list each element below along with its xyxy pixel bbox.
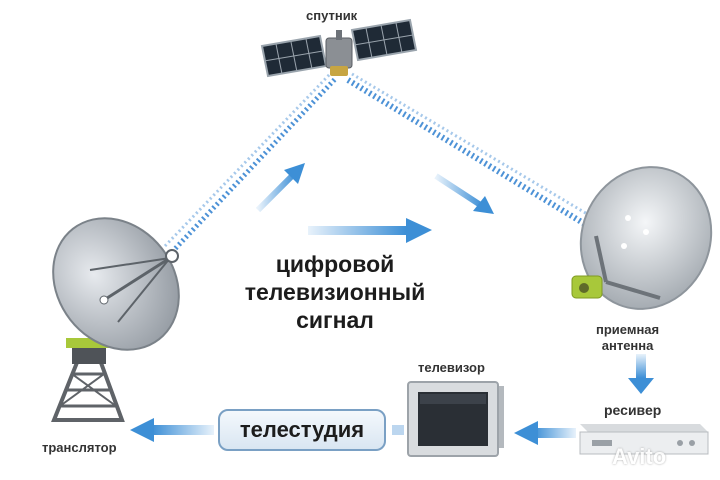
receiving-antenna-label: приемная антенна: [596, 322, 659, 354]
satellite-label: спутник: [306, 8, 358, 23]
signal-caption-line3: сигнал: [296, 307, 374, 333]
uplink-beam: [163, 72, 338, 254]
downlink-beam: [346, 72, 605, 235]
tv-label: телевизор: [418, 360, 485, 375]
downlink-arrow: [434, 173, 494, 214]
studio-box: телестудия: [218, 409, 386, 451]
receiver-icon: [579, 424, 709, 455]
signal-caption: цифровой телевизионный сигнал: [230, 250, 440, 334]
transmitter-label: транслятор: [42, 440, 117, 455]
studio-to-transmitter-arrow: [130, 418, 214, 442]
signal-caption-line1: цифровой: [275, 251, 395, 277]
receiver-label: ресивер: [604, 402, 662, 418]
signal-arrow: [308, 218, 432, 243]
uplink-arrow: [255, 163, 305, 213]
satellite-icon: [260, 18, 418, 78]
signal-caption-line2: телевизионный: [244, 279, 426, 305]
transmitter-dish-icon: [51, 217, 180, 422]
tv-icon: [407, 381, 504, 457]
receiving-antenna-label-line2: антенна: [601, 338, 654, 353]
receiving-antenna-label-line1: приемная: [596, 322, 660, 337]
receiving-antenna-icon: [571, 166, 713, 310]
tv-to-studio-arrow: [392, 425, 404, 435]
watermark: Avito: [612, 444, 667, 469]
receiver-to-tv-arrow: [514, 421, 576, 445]
antenna-to-receiver-arrow: [628, 354, 654, 394]
